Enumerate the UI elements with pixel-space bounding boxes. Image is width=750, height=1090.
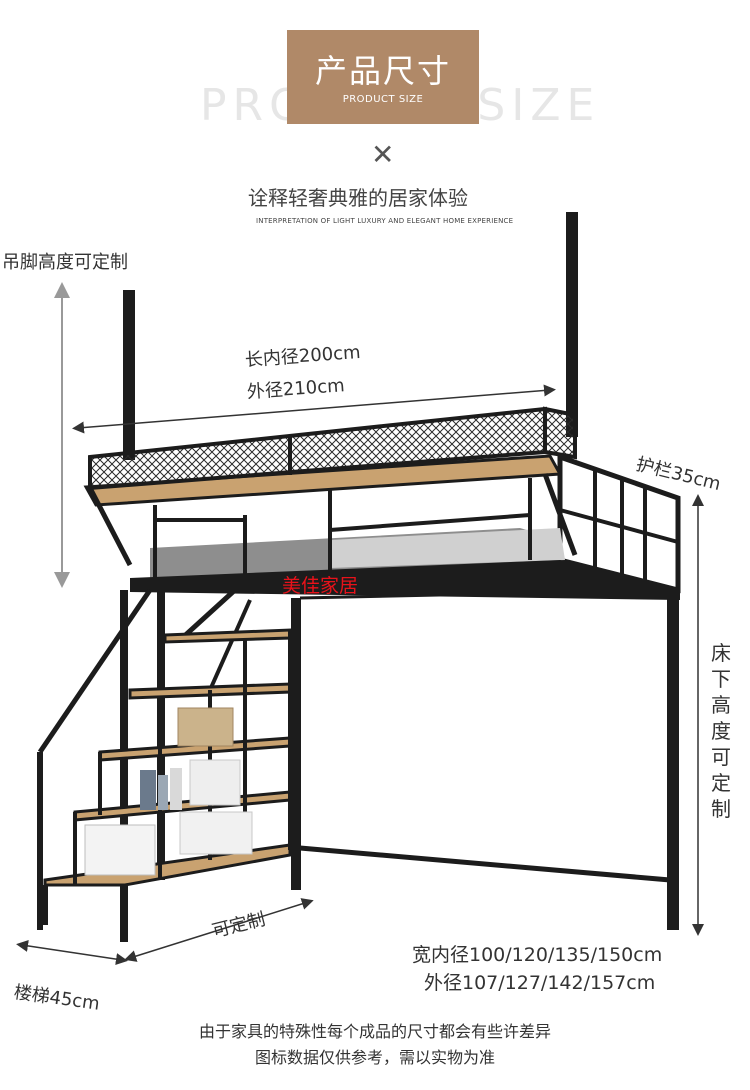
dimension-lines: [16, 282, 704, 966]
footer-note-line2: 图标数据仅供参考，需以实物为准: [254, 1048, 495, 1067]
leg-front-middle: [291, 598, 301, 890]
stairs-dimension: [16, 939, 128, 966]
brand-watermark: 美佳家居: [282, 575, 359, 597]
hanging-pole-left: [123, 290, 135, 460]
leg-height-label: 吊脚高度可定制: [2, 252, 128, 273]
staircase: [37, 588, 292, 942]
bed-frame: [37, 212, 681, 942]
storage-box: [179, 811, 253, 855]
hanging-pole-right: [566, 212, 578, 437]
footer-note-line1: 由于家具的特殊性每个成品的尺寸都会有些许差异: [198, 1022, 551, 1041]
title-box: 产品尺寸 PRODUCT SIZE: [287, 30, 479, 124]
page-title: 产品尺寸: [314, 52, 451, 90]
length-dimension: [72, 384, 556, 434]
storage-basket: [177, 707, 234, 747]
custom-dimension: [124, 898, 314, 962]
under-bed-height-label: 床下高度可定制: [711, 641, 731, 821]
storage-box: [84, 824, 156, 876]
bed-rail: [130, 560, 680, 600]
width-inner-label: 宽内径100/120/135/150cm: [412, 944, 663, 966]
books: [140, 770, 156, 810]
subtitle: 诠释轻奢典雅的居家体验: [248, 186, 468, 210]
storage-box: [189, 759, 241, 806]
subtitle-english: INTERPRETATION OF LIGHT LUXURY AND ELEGA…: [256, 217, 514, 225]
page-title-english: PRODUCT SIZE: [342, 94, 424, 105]
width-outer-label: 外径107/127/142/157cm: [424, 972, 656, 994]
cross-icon: ✕: [371, 138, 395, 171]
leg-front-right: [667, 592, 679, 930]
